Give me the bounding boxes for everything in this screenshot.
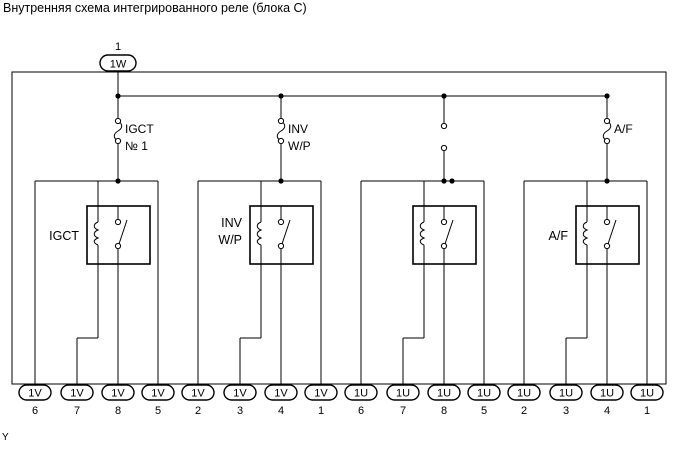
- fuse-label: A/F: [614, 122, 633, 136]
- switch-terminal: [114, 218, 122, 226]
- relay-coil-symbol: [256, 221, 263, 246]
- relay-circuit-2: INV W/P INV W/P 1V 2 1V 3 1V 4 1V 1: [181, 93, 338, 417]
- relay-label: INV: [221, 216, 243, 230]
- connector-name: 1V: [233, 388, 247, 400]
- fuse-symbol: [276, 120, 286, 142]
- connector-name: 1U: [396, 388, 410, 400]
- fuse-terminal: [114, 117, 122, 125]
- top-connector-name: 1W: [110, 59, 127, 71]
- open-link-terminal: [440, 122, 448, 130]
- switch-terminal: [277, 218, 285, 226]
- connector-name: 1V: [314, 388, 328, 400]
- switch-blade: [607, 219, 617, 245]
- connector-pin-number: 1: [318, 405, 324, 417]
- relay-circuit-1: IGCT № 1 IGCT 1V 6 1V 7 1V 8 1V 5: [18, 93, 175, 417]
- connector-pin-number: 2: [521, 405, 527, 417]
- relay-label: IGCT: [49, 229, 79, 243]
- connector-pin-pill: [264, 384, 298, 401]
- connector-pin-pill: [549, 384, 583, 401]
- switch-terminal: [603, 242, 611, 250]
- connector-name: 1U: [640, 388, 654, 400]
- connector-pin-pill: [304, 384, 338, 401]
- switch-terminal: [114, 242, 122, 250]
- connector-pin-pill: [18, 384, 52, 401]
- connector-name: 1V: [111, 388, 125, 400]
- connector-pin-pill: [101, 384, 135, 401]
- connector-pin-number: 7: [74, 405, 80, 417]
- connector-pin-number: 5: [481, 405, 487, 417]
- connector-pin-pill: [386, 384, 420, 401]
- top-connector-pin-label: 1: [115, 41, 121, 53]
- connector-pin-number: 3: [237, 405, 243, 417]
- fuse-label: IGCT: [125, 122, 154, 136]
- connector-pin-number: 6: [32, 405, 38, 417]
- connector-pin-pill: [507, 384, 541, 401]
- connector-pin-number: 4: [604, 405, 610, 417]
- fuse-terminal: [603, 117, 611, 125]
- relay-coil-symbol: [93, 221, 100, 246]
- diagram-title: Внутренняя схема интегрированного реле (…: [3, 1, 307, 15]
- relay-label: W/P: [218, 233, 242, 247]
- fuse-symbol: [602, 120, 612, 142]
- fuse-terminal: [277, 117, 285, 125]
- relay-circuit-3: 1U 6 1U 7 1U 8 1U 5: [344, 93, 501, 417]
- relay-label: A/F: [549, 229, 569, 243]
- connector-name: 1V: [70, 388, 84, 400]
- connector-pin-number: 2: [195, 405, 201, 417]
- fuse-terminal: [277, 137, 285, 145]
- connector-name: 1U: [354, 388, 368, 400]
- connector-pin-number: 3: [563, 405, 569, 417]
- connector-pin-pill: [141, 384, 175, 401]
- connector-pin-number: 8: [115, 405, 121, 417]
- diagram-static: 1 1W: [11, 41, 667, 385]
- switch-terminal: [603, 218, 611, 226]
- connector-pin-pill: [467, 384, 501, 401]
- switch-blade: [118, 219, 128, 245]
- connector-pin-number: 5: [155, 405, 161, 417]
- junction-dot: [449, 178, 455, 184]
- relay-circuit-4: A/F A/F 1U 2 1U 3 1U 4 1U 1: [507, 93, 664, 417]
- fuse-label: INV: [288, 122, 308, 136]
- connector-pin-number: 6: [358, 405, 364, 417]
- relay-block-frame: [11, 71, 667, 385]
- connector-pin-number: 1: [644, 405, 650, 417]
- switch-blade: [281, 219, 291, 245]
- connector-name: 1V: [274, 388, 288, 400]
- fuse-label: № 1: [125, 139, 148, 153]
- connector-name: 1U: [600, 388, 614, 400]
- switch-terminal: [440, 218, 448, 226]
- connector-pin-pill: [344, 384, 378, 401]
- connector-pin-pill: [181, 384, 215, 401]
- connector-pin-number: 8: [441, 405, 447, 417]
- fuse-symbol: [113, 120, 123, 142]
- connector-pin-pill: [60, 384, 94, 401]
- connector-name: 1U: [517, 388, 531, 400]
- connector-name: 1V: [191, 388, 205, 400]
- switch-terminal: [277, 242, 285, 250]
- corner-mark: Y: [2, 432, 9, 443]
- switch-blade: [444, 219, 454, 245]
- connector-name: 1U: [477, 388, 491, 400]
- connector-name: 1V: [151, 388, 165, 400]
- relay-layer: IGCT № 1 IGCT 1V 6 1V 7 1V 8 1V 5 INV W/P INV W/P 1V 2 1V…: [18, 93, 664, 417]
- relay-coil-symbol: [582, 221, 589, 246]
- fuse-label: W/P: [288, 139, 311, 153]
- connector-pin-number: 4: [278, 405, 284, 417]
- connector-pin-pill: [590, 384, 624, 401]
- connector-pin-pill: [630, 384, 664, 401]
- switch-terminal: [440, 242, 448, 250]
- connector-pin-pill: [427, 384, 461, 401]
- connector-name: 1U: [437, 388, 451, 400]
- connector-pin-number: 7: [400, 405, 406, 417]
- connector-pin-pill: [223, 384, 257, 401]
- fuse-terminal: [603, 137, 611, 145]
- fuse-terminal: [114, 137, 122, 145]
- connector-name: 1U: [559, 388, 573, 400]
- connector-name: 1V: [28, 388, 42, 400]
- relay-coil-symbol: [419, 221, 426, 246]
- open-link-terminal: [440, 144, 448, 152]
